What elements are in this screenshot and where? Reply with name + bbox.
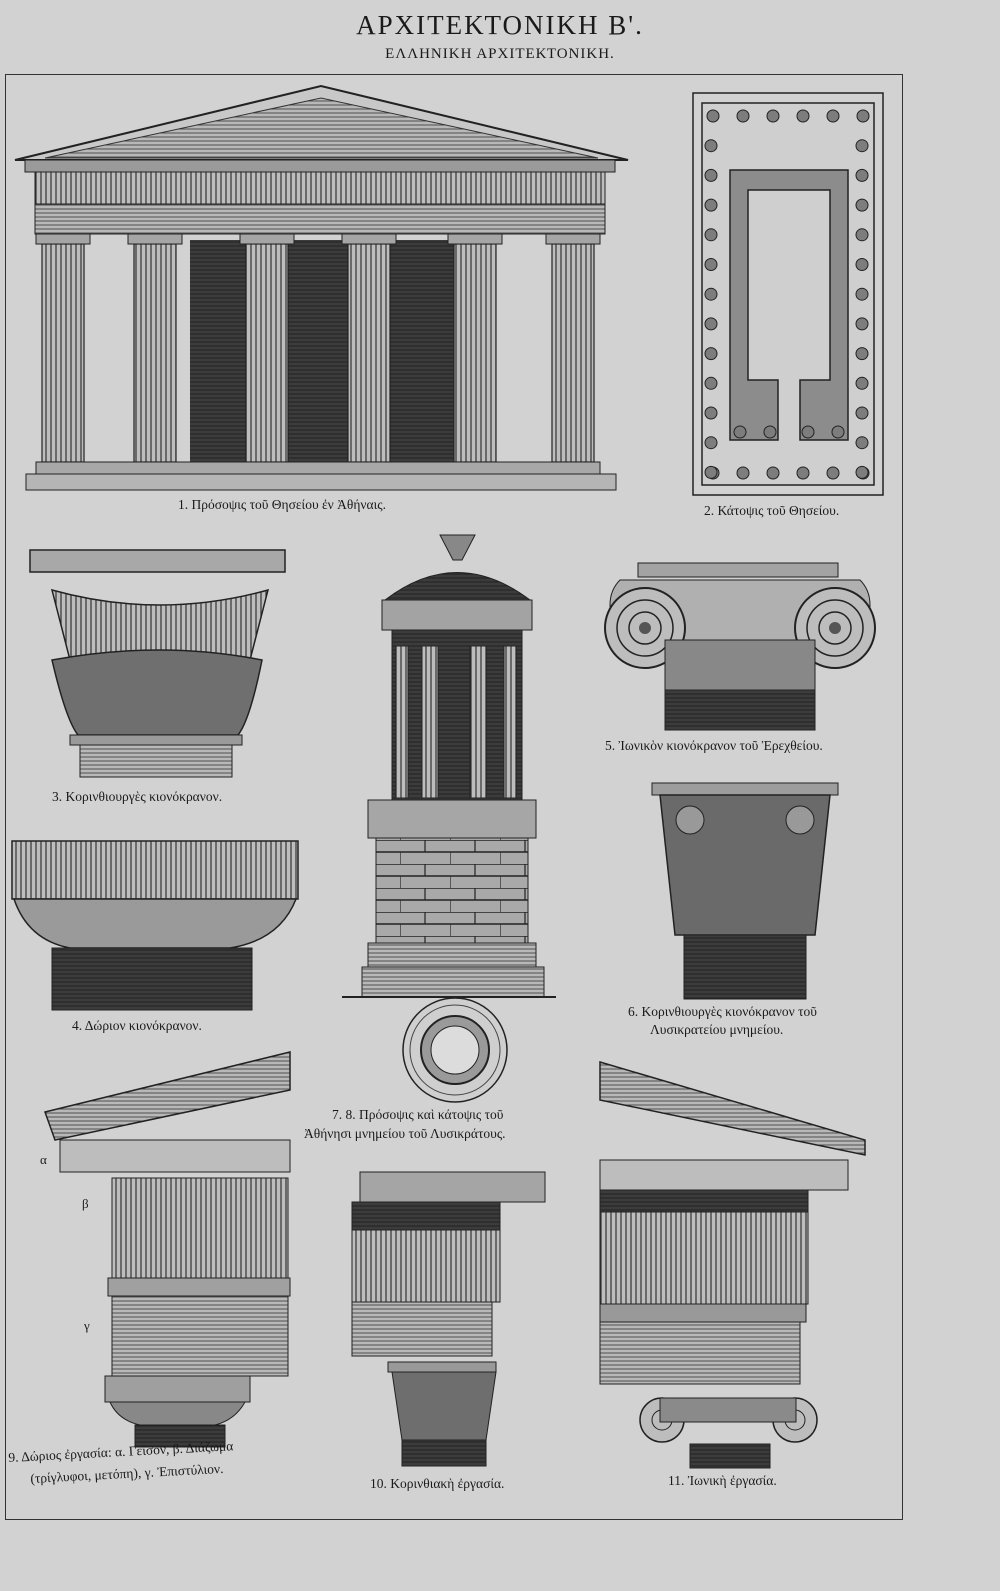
- plan-column-dot: [801, 425, 815, 439]
- temple-plan-drawing: [692, 92, 884, 496]
- plan-column-dot: [855, 139, 869, 153]
- caption-fig78-line1: 7. 8. Πρόσοψις καὶ κάτοψις τοῦ: [332, 1107, 504, 1122]
- plan-column-dot: [763, 425, 777, 439]
- plate-title: ΑΡΧΙΤΕΚΤΟΝΙΚΗ Β'.: [356, 10, 644, 40]
- plan-column-dot: [704, 228, 718, 242]
- plan-column-dot: [704, 258, 718, 271]
- plan-column-dot: [796, 109, 810, 123]
- plan-column-dot: [855, 465, 869, 479]
- plan-column-dot: [704, 406, 718, 420]
- plan-column-dot: [855, 168, 869, 182]
- plan-column-dot: [704, 436, 718, 450]
- plan-column-dot: [855, 317, 869, 331]
- caption-fig5: 5. Ἰωνικὸν κιονόκρανον τοῦ Ἐρεχθείου.: [605, 738, 823, 753]
- corinthian-capital-drawing: [29, 549, 286, 778]
- plan-column-dot: [704, 317, 718, 331]
- caption-fig6-line2: Λυσικρατείου μνημείου.: [650, 1022, 784, 1037]
- plan-column-dot: [704, 376, 718, 390]
- plate-subtitle: ΕΛΛΗΝΙΚΗ ΑΡΧΙΤΕΚΤΟΝΙΚΗ.: [385, 46, 615, 62]
- plan-column-dot: [831, 425, 845, 439]
- plan-column-dot: [704, 287, 718, 301]
- plan-column-dot: [704, 198, 718, 212]
- caption-fig11: 11. Ἰωνικὴ ἐργασία.: [668, 1473, 777, 1488]
- plan-column-dot: [766, 109, 780, 123]
- plan-column-dot: [855, 287, 869, 301]
- plan-column-dot: [826, 109, 840, 123]
- plan-column-dot: [855, 258, 869, 271]
- plan-column-dot: [855, 406, 869, 420]
- lysicrates-monument-drawing: [342, 534, 556, 998]
- plan-column-dot: [855, 436, 869, 450]
- plan-column-dot: [733, 425, 747, 439]
- plan-column-dot: [855, 228, 869, 242]
- caption-fig10: 10. Κορινθιακὴ ἐργασία.: [370, 1476, 505, 1491]
- doric-capital-drawing: [11, 840, 299, 1011]
- label-gamma: γ: [84, 1318, 90, 1333]
- lysicrates-capital-drawing: [651, 782, 839, 1000]
- plan-column-dot: [856, 109, 870, 123]
- temple-facade-drawing: [14, 84, 629, 491]
- plan-column-dot: [706, 109, 720, 123]
- plan-column-dot: [796, 466, 810, 480]
- plan-column-dot: [704, 168, 718, 182]
- plate-frame: [5, 74, 903, 1520]
- plan-column-dot: [736, 109, 750, 123]
- caption-fig4: 4. Δώριον κιονόκρανον.: [72, 1018, 202, 1033]
- lysicrates-plan-drawing: [402, 997, 508, 1103]
- plan-column-dot: [855, 376, 869, 390]
- label-alpha: α: [40, 1152, 47, 1167]
- ionic-order-drawing: [599, 1060, 866, 1469]
- plan-column-dot: [736, 466, 750, 480]
- plan-column-dot: [704, 139, 718, 153]
- ionic-capital-drawing: [604, 562, 876, 731]
- plan-column-dot: [766, 466, 780, 480]
- plan-column-dot: [855, 198, 869, 212]
- corinthian-order-drawing: [351, 1171, 546, 1467]
- doric-order-drawing: [44, 1051, 291, 1448]
- caption-fig3: 3. Κορινθιουργὲς κιονόκρανον.: [52, 789, 223, 804]
- plan-column-dot: [704, 347, 718, 361]
- caption-fig78-line2: Ἀθήνησι μνημείου τοῦ Λυσικράτους.: [304, 1126, 506, 1141]
- label-beta: β: [82, 1196, 89, 1211]
- plan-column-dot: [704, 465, 718, 479]
- caption-fig2: 2. Κάτοψις τοῦ Θησείου.: [704, 503, 840, 518]
- plan-column-dot: [855, 347, 869, 361]
- caption-fig6-line1: 6. Κορινθιουργὲς κιονόκρανον τοῦ: [628, 1004, 817, 1019]
- caption-fig1: 1. Πρόσοψις τοῦ Θησείου ἐν Ἀθήναις.: [178, 497, 386, 512]
- plan-column-dot: [826, 466, 840, 480]
